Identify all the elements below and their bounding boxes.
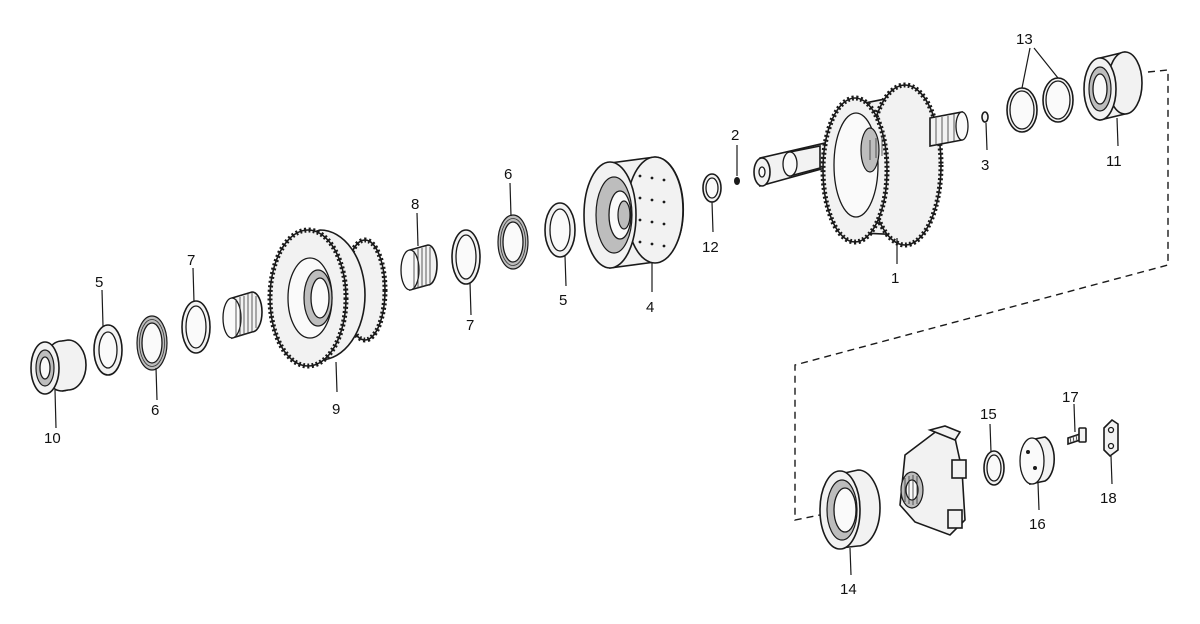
part-14-oil-seal	[819, 469, 881, 550]
part-6-thrust-washer-right	[497, 214, 529, 270]
callout-4: 4	[646, 299, 654, 316]
part-7-shim-right	[451, 229, 481, 285]
part-17-bolt	[1067, 427, 1087, 446]
part-4-clutch-drum	[583, 156, 685, 269]
part-1-output-shaft-gear	[753, 82, 969, 248]
callout-16: 16	[1029, 516, 1046, 533]
callout-1: 1	[891, 270, 899, 287]
callout-12: 12	[702, 239, 719, 256]
part-8-needle-bearing	[400, 244, 438, 292]
callout-11: 11	[1106, 153, 1122, 170]
callout-7-left: 7	[187, 252, 195, 269]
callout-3: 3	[981, 157, 989, 174]
callout-18: 18	[1100, 490, 1117, 507]
part-15-o-ring	[983, 450, 1005, 486]
callout-2: 2	[731, 127, 739, 144]
part-5-washer-right	[544, 202, 576, 258]
assembly-connector-dashed-line	[794, 69, 1169, 521]
callout-9: 9	[332, 401, 340, 418]
callout-5-left: 5	[95, 274, 103, 291]
callout-6-right: 6	[504, 166, 512, 183]
part-5-washer-left	[93, 324, 123, 376]
part-7-shim-left	[181, 300, 211, 354]
part-13-snap-ring-pair	[1006, 77, 1074, 133]
part-18-lock-plate	[1103, 418, 1119, 458]
callout-8: 8	[411, 196, 419, 213]
part-16-washer-plate	[1019, 436, 1055, 485]
part-11-bearing	[1083, 51, 1143, 122]
callout-15: 15	[980, 406, 997, 423]
callout-10: 10	[44, 430, 61, 447]
callout-17: 17	[1062, 389, 1079, 406]
callout-14: 14	[840, 581, 857, 598]
part-6-thrust-washer-left	[136, 315, 168, 371]
part-9-gear	[267, 227, 388, 369]
callout-6-left: 6	[151, 402, 159, 419]
part-3-pin	[981, 111, 989, 123]
part-12-snap-ring	[702, 173, 722, 203]
callout-5-right: 5	[559, 292, 567, 309]
callout-7-right: 7	[466, 317, 474, 334]
callout-13: 13	[1016, 31, 1033, 48]
needle-bearing-left	[222, 291, 263, 340]
part-10-bearing	[30, 339, 87, 395]
output-flange-yoke	[899, 425, 967, 536]
part-2-ball	[734, 177, 740, 185]
